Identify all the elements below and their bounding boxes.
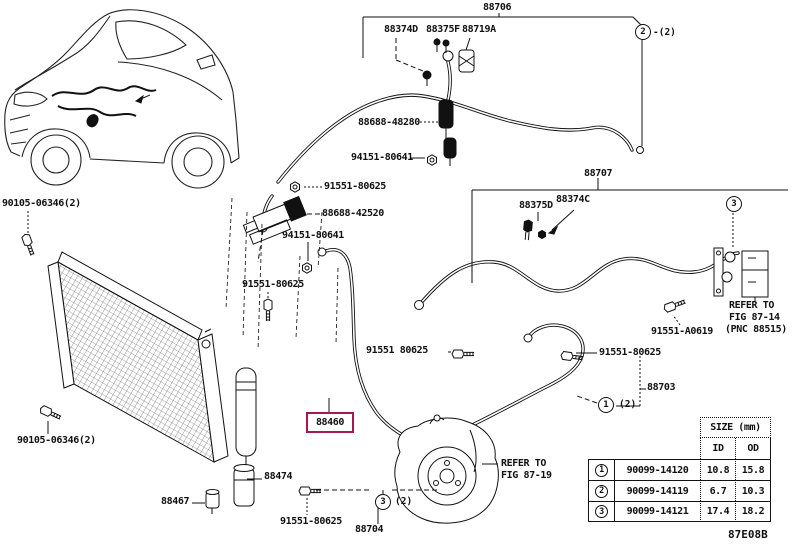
row-callout-2: 2	[595, 484, 608, 498]
condenser-drawing	[47, 251, 229, 463]
part-label-90105-06346-b[interactable]: 90105-06346(2)	[17, 435, 96, 446]
part-label-91551-80625-e[interactable]: 91551-80625	[280, 516, 342, 527]
table-od-value: 10.3	[735, 480, 771, 501]
part-label-94151-80641-a[interactable]: 94151-80641	[351, 152, 413, 163]
table-part-number[interactable]: 90099-14121	[614, 501, 700, 522]
part-label-88707[interactable]: 88707	[584, 168, 613, 179]
part-label-88719A[interactable]: 88719A	[462, 24, 496, 35]
bolt-icon	[38, 404, 63, 422]
table-id-value: 6.7	[700, 480, 735, 501]
part-label-88704[interactable]: 88704	[355, 524, 384, 535]
part-label-88375D[interactable]: 88375D	[519, 200, 553, 211]
figure-code: 87E08B	[728, 528, 768, 541]
nut-icon	[290, 181, 300, 193]
row-callout-1: 1	[595, 463, 608, 477]
part-label-91551-80625-c[interactable]: 91551-80625	[599, 347, 661, 358]
stud-bolt-drawing	[523, 219, 533, 241]
part-label-91551-80625-mid[interactable]: 91551 80625	[366, 345, 428, 356]
note-line: (PNC 88515)	[725, 324, 787, 335]
expansion-valve-drawing	[713, 247, 769, 298]
part-label-88688-42520[interactable]: 88688-42520	[322, 208, 384, 219]
part-label-91551-80625-a[interactable]: 91551-80625	[324, 181, 386, 192]
row-callout-3: 3	[595, 505, 608, 518]
note-line: REFER TO	[501, 458, 546, 469]
bolt-icon	[662, 297, 687, 314]
part-label-91551-80625-b[interactable]: 91551-80625	[242, 279, 304, 290]
table-row: 2 90099-14119 6.7 10.3	[588, 480, 771, 501]
table-row: 3 90099-14121 17.4 18.2	[588, 501, 771, 522]
bolt-icon	[20, 232, 37, 257]
nut-icon	[427, 154, 437, 166]
size-table-header: SIZE (mm)	[700, 417, 771, 438]
callout-1[interactable]: 1	[598, 397, 614, 413]
table-id-value: 10.8	[700, 459, 735, 480]
part-label-90105-06346-a[interactable]: 90105-06346(2)	[2, 198, 81, 209]
note-line: FIG 87-19	[501, 470, 552, 481]
table-od-value: 15.8	[735, 459, 771, 480]
table-part-number[interactable]: 90099-14119	[614, 480, 700, 501]
vehicle-sketch	[4, 9, 240, 189]
receiver-drier-drawing	[205, 367, 257, 514]
part-label-88474[interactable]: 88474	[264, 471, 293, 482]
part-label-88374C[interactable]: 88374C	[556, 194, 590, 205]
selected-part-label-88460[interactable]: 88460	[306, 412, 354, 433]
table-od-value: 18.2	[735, 501, 771, 522]
callout-2-qty: -(2)	[653, 27, 676, 38]
table-row: 1 90099-14120 10.8 15.8	[588, 459, 771, 480]
callout-2[interactable]: 2	[635, 24, 651, 40]
col-header-od: OD	[735, 438, 771, 459]
part-label-88688-48280[interactable]: 88688-48280	[358, 117, 420, 128]
note-refer-fig-87-14: REFER TO FIG 87-14 (PNC 88515)	[725, 300, 787, 336]
o-ring-drawing	[636, 146, 644, 154]
part-label-88703[interactable]: 88703	[647, 382, 676, 393]
part-label-88706[interactable]: 88706	[483, 2, 512, 13]
clamps-and-fittings	[242, 38, 546, 245]
part-label-88467[interactable]: 88467	[161, 496, 190, 507]
col-header-id: ID	[700, 438, 735, 459]
oring-size-table: SIZE (mm) ID OD 1 90099-14120 10.8 15.8 …	[588, 417, 771, 522]
note-refer-fig-87-19: REFER TO FIG 87-19	[501, 458, 552, 482]
part-label-88374D[interactable]: 88374D	[384, 24, 418, 35]
bolt-icon	[451, 349, 475, 359]
callout-3-bottom[interactable]: 3	[375, 494, 391, 510]
part-label-94151-80641-b[interactable]: 94151-80641	[282, 230, 344, 241]
note-line: REFER TO	[729, 300, 774, 311]
o-ring-drawing	[523, 333, 533, 343]
part-label-88375F[interactable]: 88375F	[426, 24, 460, 35]
note-line: FIG 87-14	[729, 312, 780, 323]
bolt-icon	[263, 298, 273, 322]
part-label-91551-A0619[interactable]: 91551-A0619	[651, 326, 713, 337]
bolt-icon	[298, 486, 322, 496]
callout-3-right[interactable]: 3	[726, 196, 742, 212]
engine-harness-scribble	[51, 85, 157, 128]
callout-3-bottom-qty: (2)	[395, 496, 413, 507]
table-part-number[interactable]: 90099-14120	[614, 459, 700, 480]
nut-icon	[302, 262, 312, 274]
callout-1-qty: (2)	[619, 399, 637, 410]
table-id-value: 17.4	[700, 501, 735, 522]
